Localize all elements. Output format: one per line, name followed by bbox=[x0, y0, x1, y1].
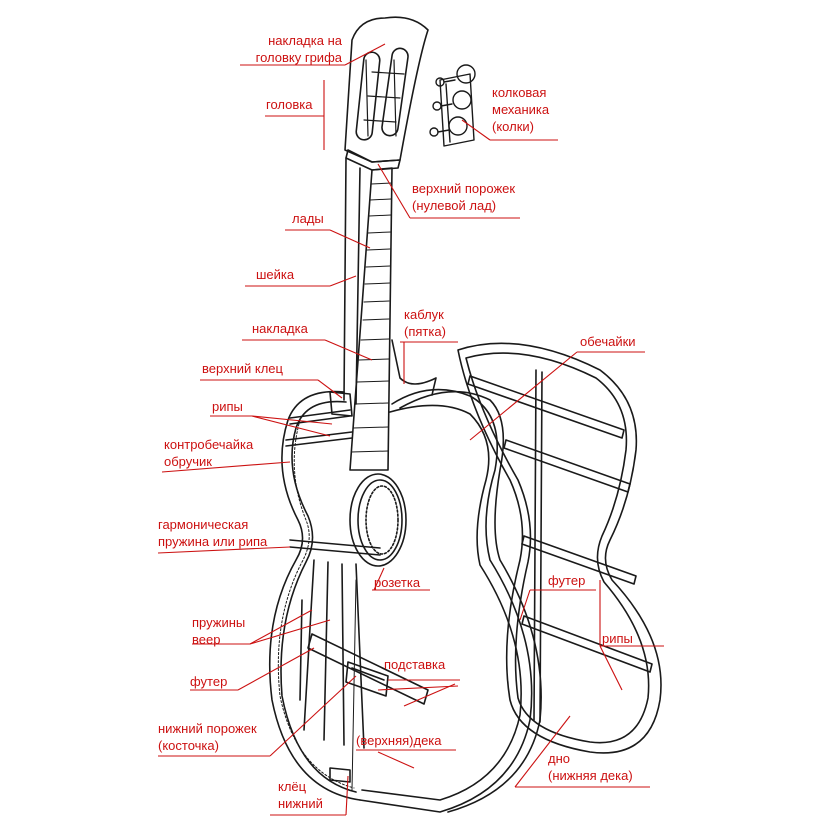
back-plate bbox=[457, 342, 662, 754]
label-head: головка bbox=[266, 97, 313, 112]
heel bbox=[391, 339, 437, 396]
label-kerfing-line1: контробечайка bbox=[164, 437, 254, 452]
label-kerfing: контробечайка обручик bbox=[164, 436, 253, 470]
label-harmonic-bar-line2: пружина или рипа bbox=[158, 534, 268, 549]
label-braces-top: рипы bbox=[212, 399, 243, 414]
upper-braces bbox=[285, 409, 353, 447]
frets bbox=[350, 182, 393, 453]
tuner-mechanism bbox=[429, 64, 476, 147]
label-harmonic-bar-line1: гармоническая bbox=[158, 517, 249, 532]
label-harmonic-bar: гармоническая пружина или рипа bbox=[158, 516, 267, 550]
label-braces-back: рипы bbox=[602, 631, 633, 646]
label-frets: лады bbox=[292, 211, 324, 226]
label-tuners-line1: колковая bbox=[492, 85, 547, 100]
label-head-plate-line2: головку грифа bbox=[255, 50, 342, 65]
label-back-line2: (нижняя дека) bbox=[548, 768, 633, 783]
label-neck: шейка bbox=[256, 267, 295, 282]
label-tuners-line2: механика bbox=[492, 102, 550, 117]
label-fan-braces: пружины веер bbox=[192, 614, 245, 648]
kerfing bbox=[277, 419, 355, 789]
leader-lines bbox=[157, 43, 664, 816]
label-head-plate-line1: накладка на bbox=[268, 33, 342, 48]
label-back: дно (нижняя дека) bbox=[548, 750, 633, 784]
neck bbox=[343, 157, 393, 471]
headstock-slots bbox=[355, 47, 409, 141]
label-back-line1: дно bbox=[548, 751, 570, 766]
back-braces bbox=[467, 369, 653, 723]
soundhole-rosette bbox=[349, 473, 407, 567]
label-saddle-line2: (косточка) bbox=[158, 738, 219, 753]
label-rosette: розетка bbox=[374, 575, 421, 590]
centre-seam bbox=[351, 579, 357, 791]
label-bottom-block: клёц нижний bbox=[278, 778, 323, 812]
label-lining-front: футер bbox=[190, 674, 228, 689]
harmonic-bar bbox=[289, 539, 381, 556]
label-bottom-block-line1: клёц bbox=[278, 779, 307, 794]
bridge bbox=[345, 661, 389, 697]
label-fan-braces-line1: пружины bbox=[192, 615, 246, 630]
label-tuners-line3: (колки) bbox=[492, 119, 534, 134]
label-kerfing-line2: обручик bbox=[164, 454, 212, 469]
tuner-rollers bbox=[363, 59, 405, 137]
label-heel: каблук (пятка) bbox=[404, 306, 446, 340]
label-fingerboard: накладка bbox=[252, 321, 308, 336]
label-saddle-line1: нижний порожек bbox=[158, 721, 257, 736]
bottom-block bbox=[329, 767, 351, 783]
label-bridge: подставка bbox=[384, 657, 446, 672]
sides-rim bbox=[399, 390, 542, 813]
label-lining-back: футер bbox=[548, 573, 586, 588]
label-top-block: верхний клец bbox=[202, 361, 283, 376]
label-bottom-block-line2: нижний bbox=[278, 796, 323, 811]
label-nut: верхний порожек (нулевой лад) bbox=[412, 180, 515, 214]
label-head-plate: накладка на головку грифа bbox=[212, 32, 342, 66]
label-tuners: колковая механика (колки) bbox=[492, 84, 549, 135]
label-nut-line1: верхний порожек bbox=[412, 181, 516, 196]
label-fan-braces-line2: веер bbox=[192, 632, 221, 647]
label-sides: обечайки bbox=[580, 334, 636, 349]
top-block bbox=[329, 391, 353, 417]
label-saddle: нижний порожек (косточка) bbox=[158, 720, 257, 754]
label-soundboard: (верхняя)дека bbox=[356, 733, 442, 748]
label-nut-line2: (нулевой лад) bbox=[412, 198, 497, 213]
label-heel-line2: (пятка) bbox=[404, 324, 446, 339]
lower-brace bbox=[307, 633, 429, 705]
label-heel-line1: каблук bbox=[404, 307, 444, 322]
